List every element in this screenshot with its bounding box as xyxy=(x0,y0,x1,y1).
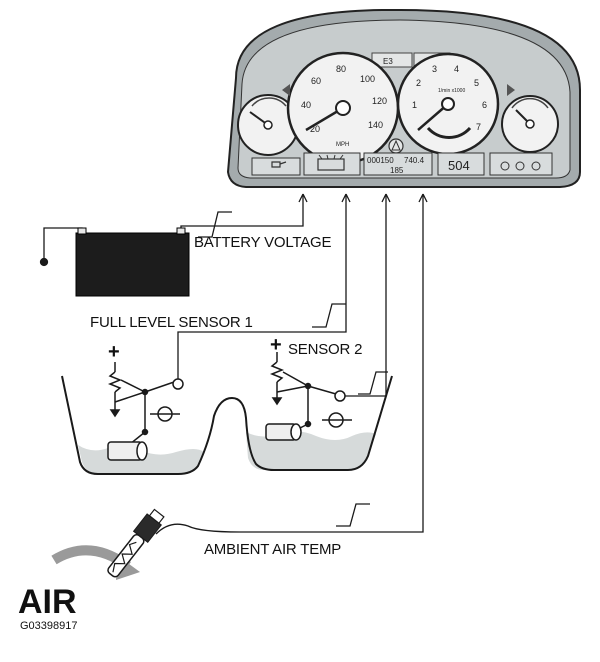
speedometer-unit: MPH xyxy=(336,142,349,148)
speedometer-tick: 20 xyxy=(310,124,320,134)
sensor-2-label: SENSOR 2 xyxy=(288,341,363,358)
tachometer-tick: 3 xyxy=(432,64,437,74)
figure-id: G03398917 xyxy=(20,620,78,632)
svg-text:E3: E3 xyxy=(383,57,393,66)
air-label: AIR xyxy=(18,583,77,621)
odometer-readout: 000150 xyxy=(367,156,394,165)
tachometer-tick: 7 xyxy=(476,122,481,132)
oil-can-icon xyxy=(271,161,287,168)
trip-readout: 185 xyxy=(390,166,404,175)
tachometer-tick: 2 xyxy=(416,78,421,88)
tachometer-tick: 1 xyxy=(412,100,417,110)
speedometer: 20 40 60 80 100 120 140 MPH xyxy=(286,51,400,165)
speedometer-tick: 140 xyxy=(368,120,383,130)
speedometer-tick: 100 xyxy=(360,74,375,84)
tachometer: 1 2 3 4 5 6 7 1/min x1000 xyxy=(396,52,500,156)
indicator-icons xyxy=(500,161,541,171)
display-code: 504 xyxy=(448,158,470,173)
ambient-air-temp-sensor xyxy=(51,508,165,580)
washer-fluid-warning-icon xyxy=(317,154,345,171)
tachometer-tick: 5 xyxy=(474,78,479,88)
full-level-sensor-1-label: FULL LEVEL SENSOR 1 xyxy=(90,314,253,331)
tachometer-unit: 1/min x1000 xyxy=(438,88,465,94)
battery-voltage-label: BATTERY VOLTAGE xyxy=(194,234,332,251)
speedometer-tick: 40 xyxy=(301,100,311,110)
left-turn-arrow-icon xyxy=(282,84,290,96)
sensor-2-float-assembly xyxy=(265,352,352,441)
clock-readout: 740.4 xyxy=(404,156,425,165)
instrument-cluster: E3 ABS 20 40 60 80 100 120 140 MPH xyxy=(226,8,581,188)
speedometer-tick: 80 xyxy=(336,64,346,74)
speedometer-tick: 60 xyxy=(311,76,321,86)
sensor-plus-sign: + xyxy=(270,334,282,356)
economy-gauge xyxy=(237,94,299,156)
right-turn-arrow-icon xyxy=(507,84,515,96)
sensor-1-float-assembly xyxy=(107,362,184,461)
battery-plus-sign: + xyxy=(108,341,120,363)
battery xyxy=(75,227,190,297)
temperature-gauge xyxy=(501,95,559,153)
speedometer-tick: 120 xyxy=(372,96,387,106)
tachometer-tick: 4 xyxy=(454,64,459,74)
tachometer-tick: 6 xyxy=(482,100,487,110)
ambient-air-temp-label: AMBIENT AIR TEMP xyxy=(204,541,342,558)
